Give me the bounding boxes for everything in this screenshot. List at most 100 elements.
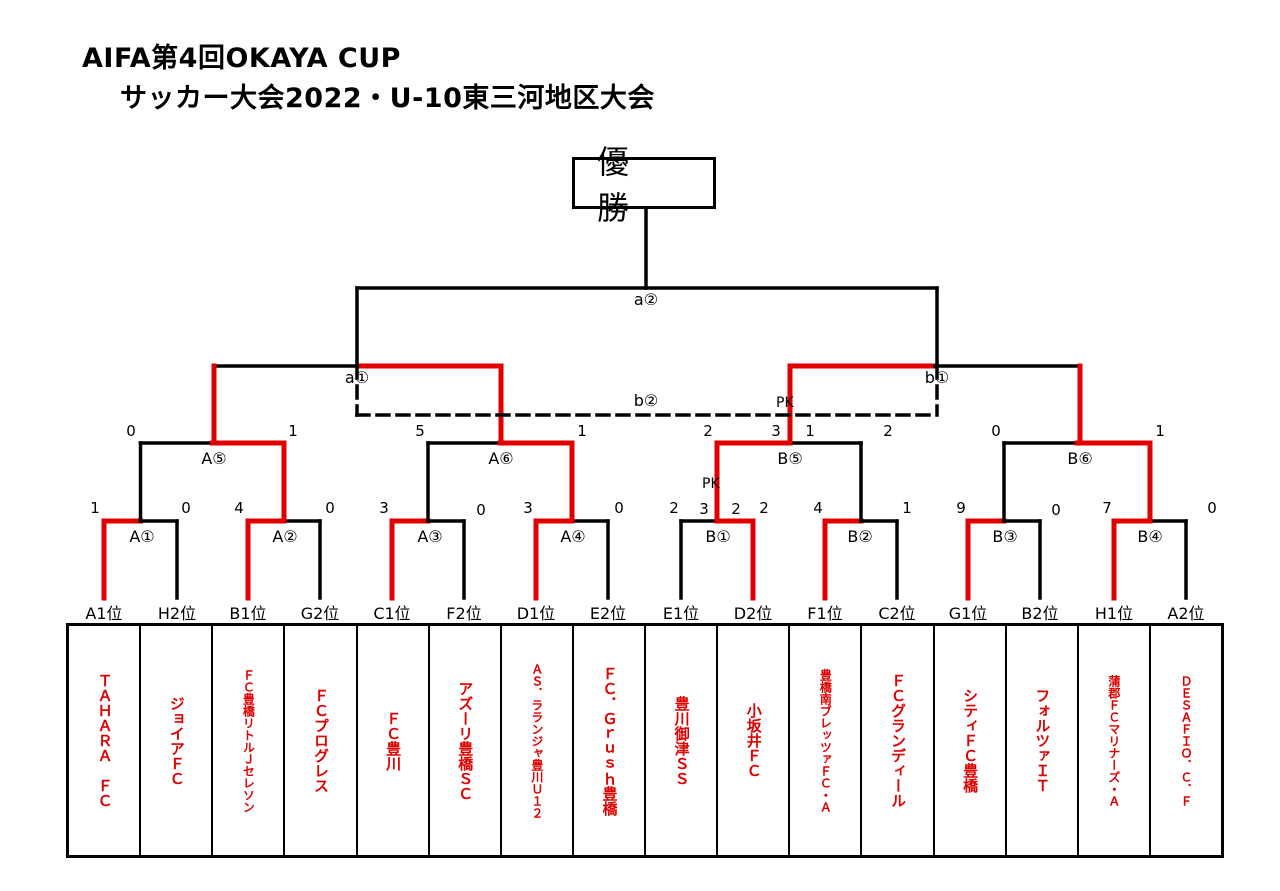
team-cell: ＦＣ豊川 — [358, 626, 430, 855]
score-A5-left: 0 — [126, 422, 136, 440]
team-name: ＴＡＨＡＲＡ ＦＣ — [95, 673, 114, 808]
team-name: 豊川御津ＳＳ — [672, 695, 691, 786]
seed-slot-3: B1位 — [229, 604, 267, 623]
score-B2-right: 1 — [902, 499, 912, 517]
team-name: 蒲郡ＦＣマリナーズ・Ａ — [1106, 674, 1121, 807]
match-label-B2: B② — [847, 527, 873, 546]
team-name: ジョイアＦＣ — [167, 695, 186, 786]
team-name: ＦＣグランディール — [888, 673, 907, 808]
score-A3-right: 0 — [476, 501, 486, 519]
match-label-B3: B③ — [992, 527, 1018, 546]
score-A5-right: 1 — [288, 422, 298, 440]
team-cell: 小坂井ＦＣ — [718, 626, 791, 855]
seed-slot-11: F1位 — [807, 604, 843, 623]
score-B4-right: 0 — [1207, 499, 1217, 517]
seed-slot-10: D2位 — [733, 604, 773, 623]
score-A6-left: 5 — [415, 422, 425, 440]
seed-slot-16: A2位 — [1167, 604, 1205, 623]
score-A6-right: 1 — [577, 422, 587, 440]
score-A4-left: 3 — [523, 499, 533, 517]
score-B3-right: 0 — [1051, 501, 1061, 519]
match-label-A2: A② — [272, 527, 298, 546]
team-cell: ＴＡＨＡＲＡ ＦＣ — [69, 626, 142, 855]
team-cell: 豊橋南ブレッツァＦＣ・Ａ — [790, 626, 863, 855]
score-B1-right: 2 — [759, 499, 769, 517]
score-A2-left: 4 — [234, 499, 244, 517]
score-A2-right: 0 — [325, 499, 335, 517]
team-cell: フォルツァＩＴ — [1007, 626, 1079, 855]
match-label-b2: b② — [633, 391, 659, 410]
seed-slot-1: A1位 — [85, 604, 123, 623]
team-cell: ジョイアＦＣ — [141, 626, 214, 855]
match-label-b1: b① — [924, 368, 950, 387]
team-table: ＴＡＨＡＲＡ ＦＣ ジョイアＦＣ ＦＣ豊橋リトルＪセレソン ＦＣプログレス ＦＣ豊川 アズ… — [66, 623, 1224, 858]
match-label-A1: A① — [129, 527, 155, 546]
match-label-A6: A⑥ — [488, 449, 514, 468]
score-B5-left: 2 — [703, 422, 713, 440]
team-cell: ＡＳ．ラランジャ豊川Ｕ１２ — [502, 626, 574, 855]
match-label-a1: a① — [344, 368, 370, 387]
seed-slot-13: G1位 — [948, 604, 988, 623]
team-name: ＦＣ豊川 — [384, 710, 403, 771]
page-title-line2: サッカー大会2022・U-10東三河地区大会 — [120, 83, 655, 114]
team-name: 豊橋南ブレッツァＦＣ・Ａ — [818, 668, 833, 813]
score-B5-right-pk: 1 — [805, 422, 815, 440]
match-label-a2: a② — [633, 290, 659, 309]
team-name: アズーリ豊橋ＳＣ — [456, 680, 475, 801]
pk-label-B1: PK — [702, 476, 720, 492]
score-A4-right: 0 — [614, 499, 624, 517]
score-A3-left: 3 — [379, 499, 389, 517]
team-name: フォルツァＩＴ — [1033, 688, 1052, 793]
team-cell: ＦＣグランディール — [862, 626, 935, 855]
champion-box: 優 勝 — [572, 143, 716, 227]
score-B2-left: 4 — [813, 499, 823, 517]
team-cell: アズーリ豊橋ＳＣ — [430, 626, 502, 855]
team-cell: ＤＥＳＡＦＩＯ．Ｃ．Ｆ — [1151, 626, 1221, 855]
seed-slot-7: D1位 — [516, 604, 556, 623]
seed-slot-6: F2位 — [446, 604, 482, 623]
seed-slot-14: B2位 — [1021, 604, 1059, 623]
match-label-A5: A⑤ — [201, 449, 227, 468]
score-B5-left-pk: 3 — [771, 422, 781, 440]
team-name: ＤＥＳＡＦＩＯ．Ｃ．Ｆ — [1178, 674, 1193, 807]
pk-label-b1: PK — [776, 395, 794, 411]
match-label-B5: B⑤ — [777, 449, 803, 468]
match-label-A4: A④ — [560, 527, 586, 546]
team-cell: ＦＣプログレス — [285, 626, 358, 855]
team-cell: 蒲郡ＦＣマリナーズ・Ａ — [1079, 626, 1151, 855]
team-name: ＦＣ．Ｇｒｕｓｈ豊橋 — [600, 665, 619, 816]
score-B1-left: 2 — [669, 499, 679, 517]
score-B6-left: 0 — [991, 422, 1001, 440]
score-A1-right: 0 — [181, 499, 191, 517]
score-B4-left: 7 — [1102, 499, 1112, 517]
team-name: ＦＣ豊橋リトルＪセレソン — [241, 668, 256, 813]
seed-slot-9: E1位 — [662, 604, 700, 623]
seed-slot-8: E2位 — [589, 604, 627, 623]
team-cell: 豊川御津ＳＳ — [646, 626, 719, 855]
score-B6-right: 1 — [1155, 422, 1165, 440]
team-cell: ＦＣ豊橋リトルＪセレソン — [213, 626, 286, 855]
page-title-line1: AIFA第4回OKAYA CUP — [82, 43, 401, 74]
seed-slot-5: C1位 — [373, 604, 411, 623]
team-name: ＦＣプログレス — [311, 688, 330, 793]
score-B1-right-pk: 2 — [731, 500, 741, 518]
match-label-B4: B④ — [1137, 527, 1163, 546]
team-cell: シティＦＣ豊橋 — [935, 626, 1007, 855]
seed-slot-15: H1位 — [1094, 604, 1134, 623]
score-B3-left: 9 — [956, 499, 966, 517]
seed-slot-2: H2位 — [157, 604, 197, 623]
score-B1-left-pk: 3 — [699, 500, 709, 518]
score-B5-right: 2 — [883, 422, 893, 440]
team-name: ＡＳ．ラランジャ豊川Ｕ１２ — [529, 662, 544, 819]
team-name: シティＦＣ豊橋 — [961, 688, 980, 793]
match-label-A3: A③ — [417, 527, 443, 546]
seed-slot-12: C2位 — [878, 604, 916, 623]
match-label-B6: B⑥ — [1067, 449, 1093, 468]
team-name: 小坂井ＦＣ — [744, 703, 763, 778]
match-label-B1: B① — [705, 527, 731, 546]
seed-slot-4: G2位 — [300, 604, 340, 623]
team-cell: ＦＣ．Ｇｒｕｓｈ豊橋 — [574, 626, 646, 855]
score-A1-left: 1 — [90, 499, 100, 517]
